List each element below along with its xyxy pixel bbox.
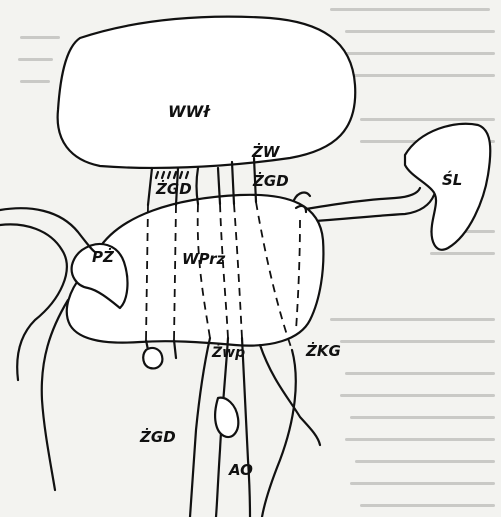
label-zkg: ŻKG <box>305 341 341 360</box>
label-wprz: WPrz <box>182 250 225 268</box>
label-zwp: Żwp <box>211 344 245 361</box>
label-zgd-upper: ŻGD <box>252 171 289 190</box>
label-zgd-lower: ŻGD <box>139 427 176 446</box>
label-wwl: WWł <box>168 102 211 121</box>
label-sl: ŚL <box>442 170 462 189</box>
label-zgd-left: ŻGD <box>155 179 192 198</box>
right-connecting-duct <box>300 188 434 222</box>
vessel-bulb <box>143 348 162 368</box>
hatch-marks <box>156 172 188 178</box>
label-ao: AO <box>228 461 253 479</box>
small-appendage-shape <box>215 398 238 437</box>
label-pz: PŻ <box>92 247 115 266</box>
label-zw: ŻW <box>251 142 281 161</box>
large-lobe-shape <box>58 17 356 168</box>
